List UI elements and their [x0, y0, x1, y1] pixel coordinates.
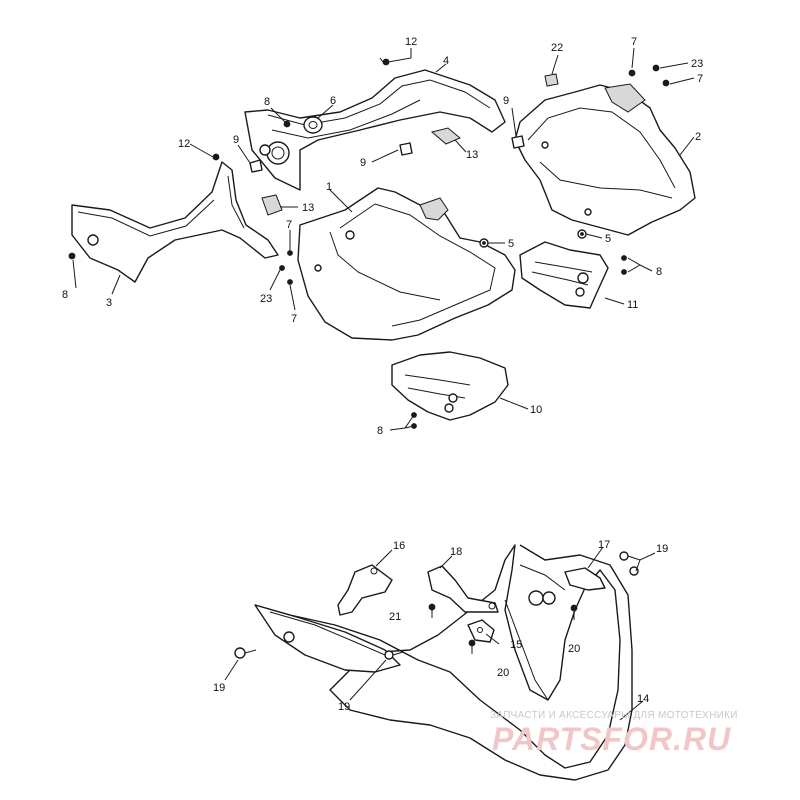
fasteners-upper: [68, 57, 670, 429]
bolt-23-left: [279, 265, 285, 271]
watermark: ЗАПЧАСТИ И АКСЕССУАРЫ ДЛЯ МОТОТЕХНИКИ PA…: [490, 710, 738, 757]
callout-20-mid: 20: [497, 667, 509, 679]
clip-9-mid: [399, 142, 413, 156]
callout-4: 4: [443, 55, 449, 67]
callout-9-left: 9: [233, 134, 239, 146]
part-2-right-side-cover: [514, 83, 696, 236]
bolt-8-far-left: [68, 252, 76, 260]
bolt-8-right-a: [621, 255, 627, 261]
callout-9-right: 9: [503, 95, 509, 107]
nut-5-a: [479, 238, 489, 248]
callout-8-far-left: 8: [62, 289, 68, 301]
callout-19-right: 19: [656, 543, 668, 555]
bolt-7-right: [662, 79, 670, 87]
bolt-21: [428, 603, 436, 618]
callout-23-left: 23: [260, 293, 272, 305]
clip-9-right: [511, 135, 525, 149]
part-13-pad-a: [430, 127, 461, 145]
callout-23-top: 23: [691, 58, 703, 70]
bolt-19-right-b: [629, 566, 639, 576]
watermark-brand: PARTSFOR.RU: [492, 721, 731, 757]
callout-15: 15: [510, 639, 522, 651]
bolt-7-left: [287, 250, 293, 256]
bolt-19-mid: [384, 650, 404, 660]
callouts: 12 4 6 8 12 9 9 13 13 7 23 7 1 22 7 23 7…: [62, 36, 703, 713]
part-4-upper-rail-cover: [244, 69, 506, 191]
callout-13-a: 13: [466, 149, 478, 161]
callout-19-left: 19: [213, 682, 225, 694]
clip-9-left: [249, 159, 263, 173]
callout-12-top: 12: [405, 36, 417, 48]
callout-6: 6: [330, 95, 336, 107]
callout-18: 18: [450, 546, 462, 558]
leader-lines: [72, 47, 695, 721]
part-16-bracket: [337, 564, 393, 616]
callout-14: 14: [637, 693, 649, 705]
callout-11: 11: [627, 299, 638, 311]
callout-10: 10: [530, 404, 542, 416]
callout-16: 16: [393, 540, 405, 552]
bolt-12-top: [379, 57, 390, 66]
bolt-19-right-a: [619, 551, 629, 561]
callout-7-right: 7: [697, 73, 703, 85]
callout-8-top: 8: [264, 96, 270, 108]
bolt-8-right-b: [621, 269, 627, 275]
callout-9-mid: 9: [360, 157, 366, 169]
bolt-7-left-low: [287, 279, 293, 285]
watermark-tagline: ЗАПЧАСТИ И АКСЕССУАРЫ ДЛЯ МОТОТЕХНИКИ: [490, 710, 738, 721]
bolt-7-top: [628, 69, 636, 77]
callout-7-left: 7: [286, 219, 292, 231]
callout-8-right: 8: [656, 266, 662, 278]
callout-2: 2: [695, 131, 701, 143]
part-10-lower-plate: [391, 351, 509, 421]
clip-22: [544, 73, 559, 87]
nut-5-b: [577, 229, 587, 239]
callout-7-top: 7: [631, 36, 637, 48]
part-13-pad-b: [261, 194, 283, 216]
callout-1: 1: [326, 181, 332, 193]
part-18-bracket: [427, 565, 499, 613]
bolt-19-left: [234, 647, 257, 659]
part-17-bracket: [564, 567, 606, 591]
bolt-20-right: [570, 604, 578, 620]
callout-13-b: 13: [302, 202, 314, 214]
callout-5-a: 5: [508, 238, 514, 250]
callout-3: 3: [106, 297, 112, 309]
callout-21: 21: [389, 611, 401, 623]
part-1-center-side-panel: [297, 187, 516, 341]
bolt-12-left: [212, 153, 220, 161]
callout-8-bottom: 8: [377, 425, 383, 437]
bolt-8-top: [283, 120, 291, 128]
callout-5-b: 5: [605, 233, 611, 245]
callout-20-right: 20: [568, 643, 580, 655]
bolt-20-mid: [468, 639, 476, 654]
part-3-left-side-cover: [71, 161, 279, 283]
callout-22: 22: [551, 42, 563, 54]
callout-17: 17: [598, 539, 610, 551]
part-6-grommet: [303, 116, 323, 134]
callout-7-left-low: 7: [291, 313, 297, 325]
part-11-right-lower-plate: [519, 241, 609, 309]
callout-12-left: 12: [178, 138, 190, 150]
fasteners-lower: [234, 551, 639, 660]
callout-19-mid: 19: [338, 701, 350, 713]
bolt-23-top: [652, 64, 660, 72]
part-15-bracket: [467, 619, 495, 643]
